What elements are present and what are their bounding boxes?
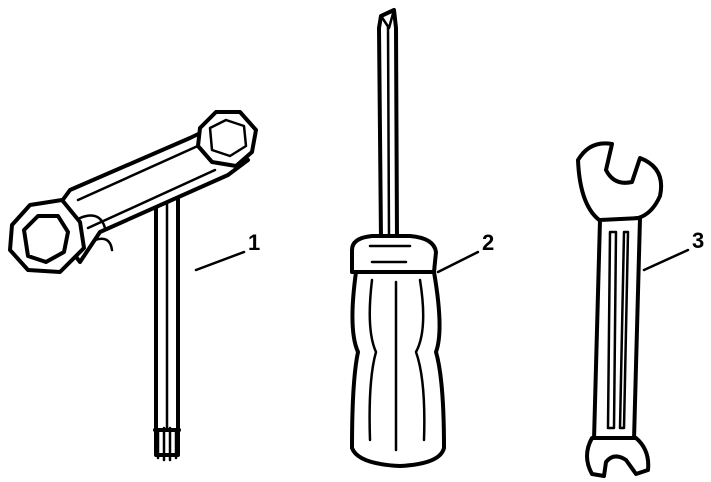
leader-line-2 bbox=[436, 250, 480, 274]
callout-number-3: 3 bbox=[692, 228, 704, 253]
leader-line-3 bbox=[642, 248, 690, 272]
flat-screwdriver-icon bbox=[350, 8, 446, 468]
callout-number-1: 1 bbox=[248, 230, 260, 255]
callout-leaders bbox=[194, 248, 690, 274]
leader-line-1 bbox=[194, 250, 246, 272]
callout-number-2: 2 bbox=[482, 230, 494, 255]
open-end-wrench-icon bbox=[576, 141, 663, 478]
t-handle-socket-wrench-icon bbox=[8, 110, 258, 462]
